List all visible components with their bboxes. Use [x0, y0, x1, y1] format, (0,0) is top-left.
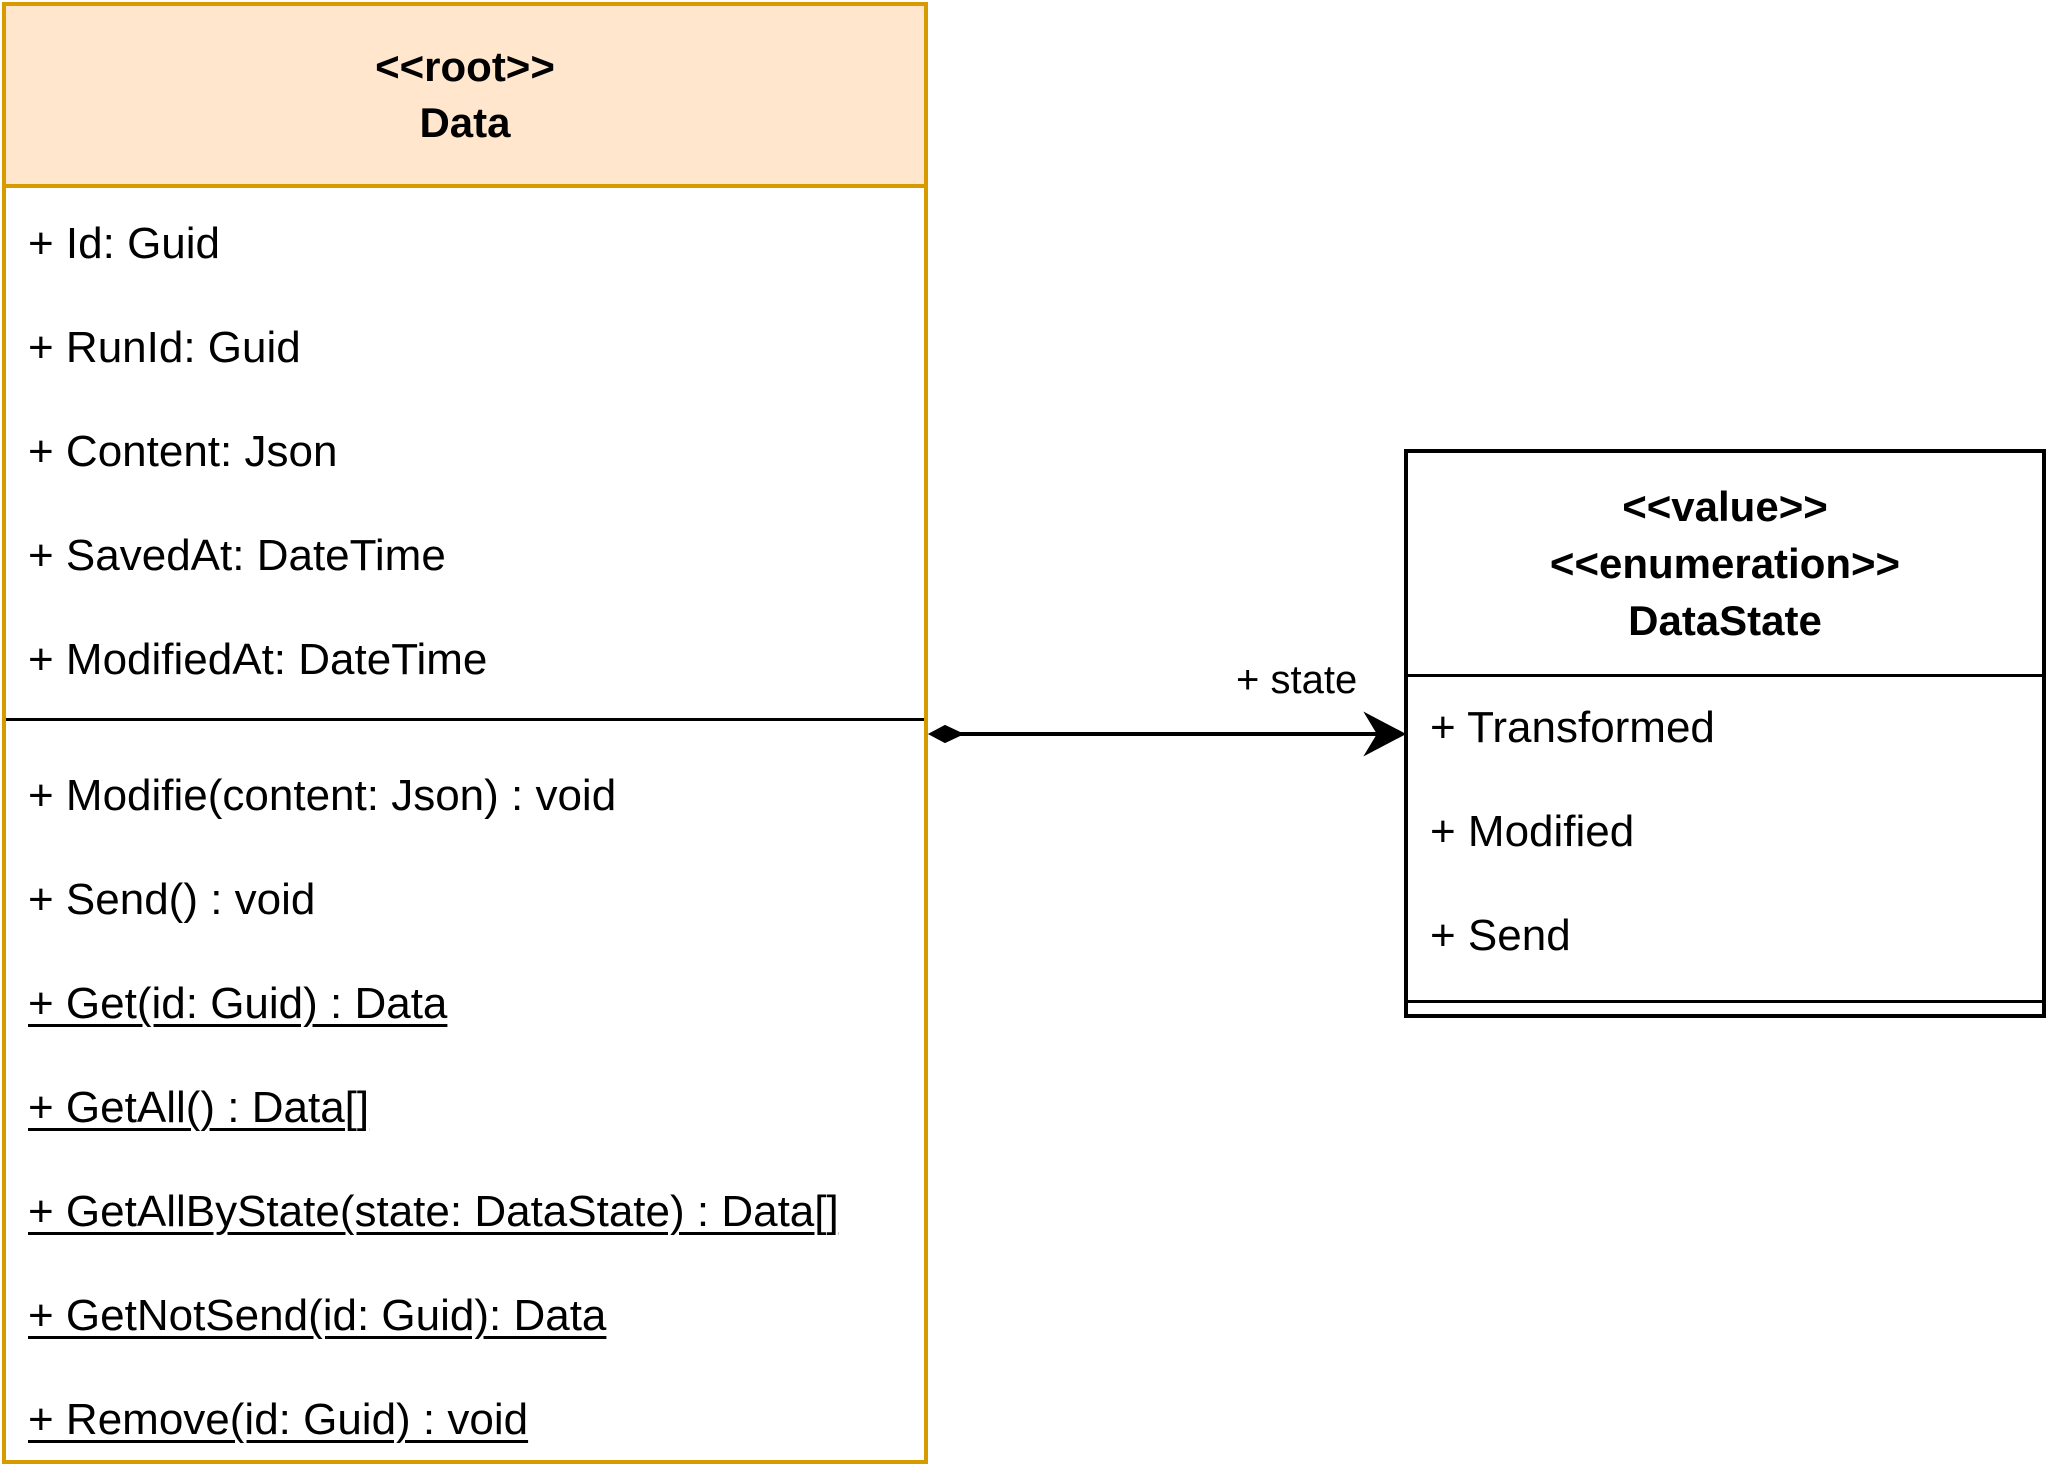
arrowhead-icon [1363, 711, 1407, 757]
class-data-stereotype: <<root>> [375, 43, 555, 90]
class-data-attribute: + RunId: Guid [28, 323, 301, 372]
class-data-box[interactable]: <<root>> Data + Id: Guid + RunId: Guid +… [2, 2, 928, 1464]
class-data-attribute: + SavedAt: DateTime [28, 531, 446, 580]
class-data-operation: + Modifie(content: Json) : void [28, 771, 617, 820]
class-datastate-literal: + Send [1430, 911, 1571, 960]
association-role-label: + state [1236, 658, 1358, 702]
class-data-attribute: + ModifiedAt: DateTime [28, 635, 488, 684]
class-datastate-stereotype: <<enumeration>> [1549, 540, 1901, 587]
class-data-header: <<root>> Data [6, 6, 924, 188]
composition-diamond-icon [927, 724, 965, 744]
class-datastate-literal: + Transformed [1430, 703, 1715, 752]
class-data-name: Data [419, 99, 511, 146]
class-data-static-operation: + GetAllByState(state: DataState) : Data… [28, 1187, 839, 1236]
class-data-static-operation: + GetAll() : Data[] [28, 1083, 370, 1132]
class-datastate-name: DataState [1628, 597, 1822, 644]
class-data-static-operation: + Remove(id: Guid) : void [28, 1395, 529, 1444]
class-datastate-header: <<value>> <<enumeration>> DataState [1408, 453, 2042, 677]
class-datastate-stereotype: <<value>> [1622, 483, 1828, 530]
class-data-operation: + Send() : void [28, 875, 316, 924]
class-data-static-operation: + GetNotSend(id: Guid): Data [28, 1291, 607, 1340]
class-datastate-literal: + Modified [1430, 807, 1635, 856]
class-datastate-box[interactable]: <<value>> <<enumeration>> DataState + Tr… [1404, 449, 2046, 1018]
class-datastate-divider [1408, 1000, 2042, 1003]
class-data-static-operation: + Get(id: Guid) : Data [28, 979, 448, 1028]
class-data-attribute: + Content: Json [28, 427, 338, 476]
class-data-attribute: + Id: Guid [28, 219, 221, 268]
class-data-divider [6, 718, 924, 721]
